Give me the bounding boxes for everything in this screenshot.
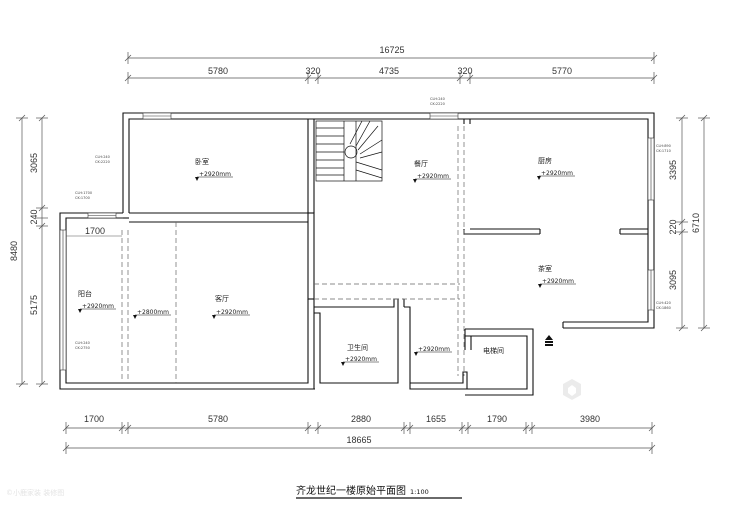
walls: [59, 112, 655, 396]
elevation-dining: +2920mm: [417, 173, 449, 180]
dim-bottom-2: 5780: [208, 414, 228, 424]
dim-top-total: 16725: [379, 45, 404, 55]
dim-bottom-1: 1700: [84, 414, 104, 424]
room-label-tearoom: 茶室: [538, 264, 552, 273]
elevation-hall: +2920mm: [418, 346, 450, 353]
elevation-living: +2920mm: [216, 309, 248, 316]
watermark-logo-icon: [563, 379, 581, 400]
dim-bottom-6: 3980: [580, 414, 600, 424]
elevation-kitchen: +2920mm: [541, 170, 573, 177]
elevation-markers: [80, 175, 576, 363]
dim-right-2: 220: [668, 219, 678, 234]
dim-bottom-5: 1790: [487, 414, 507, 424]
room-label-bedroom: 卧室: [195, 157, 209, 166]
elevation-arrows: [78, 176, 542, 366]
dim-bottom-4: 1655: [426, 414, 446, 424]
dim-right-1: 3395: [668, 160, 678, 180]
dim-balcony-width: 1700: [85, 226, 105, 236]
dim-top-3: 4735: [379, 66, 399, 76]
window-note: CK:1710: [656, 149, 671, 153]
dim-bottom-total: 18665: [346, 435, 371, 445]
dashed-boundaries: [121, 126, 465, 383]
window-note: CK:2750: [75, 346, 90, 350]
dim-left-3: 5175: [29, 295, 39, 315]
window-note: CLH:1700: [75, 191, 92, 195]
dim-left-1: 3065: [29, 153, 39, 173]
room-label-dining: 餐厅: [414, 159, 428, 168]
window-note: CLH:890: [656, 144, 671, 148]
elevation-bedroom: +2920mm: [199, 171, 231, 178]
window-note: CK:2220: [95, 160, 110, 164]
drawing-title: 齐龙世纪一楼原始平面图: [296, 484, 406, 497]
room-label-kitchen: 厨房: [538, 156, 552, 165]
dim-left-total: 8480: [9, 241, 19, 261]
room-label-elevator: 电梯间: [483, 346, 504, 355]
dimension-lines: [16, 52, 710, 454]
window-note: CLH:240: [430, 97, 445, 101]
room-label-balcony: 阳台: [78, 289, 92, 298]
room-label-bathroom: 卫生间: [347, 343, 368, 352]
dim-top-4: 320: [457, 66, 472, 76]
elevation-balcony: +2920mm: [82, 303, 114, 310]
elevation-bathroom: +2920mm: [345, 356, 377, 363]
dim-right-3: 3095: [668, 270, 678, 290]
dim-top-5: 5770: [552, 66, 572, 76]
dim-bottom-3: 2880: [351, 414, 371, 424]
dim-right-total: 6710: [691, 213, 701, 233]
drawing-scale: 1:100: [410, 488, 429, 496]
dim-left-2: 240: [29, 209, 39, 224]
window-note: CLH:240: [95, 155, 110, 159]
room-label-living: 客厅: [215, 294, 229, 303]
window-note: CLH:420: [656, 301, 671, 305]
dim-top-1: 5780: [208, 66, 228, 76]
staircase: [315, 120, 383, 182]
watermark-text: ©小鹿家装 装修图: [6, 488, 64, 497]
dim-top-2: 320: [305, 66, 320, 76]
window-note: CK:1700: [75, 196, 90, 200]
window-note: CK:2220: [430, 102, 445, 106]
window-note: CLH:240: [75, 341, 90, 345]
elevator-symbol-icon: [545, 335, 553, 346]
windows: [59, 112, 655, 371]
window-note: CK:1860: [656, 306, 671, 310]
elevation-tearoom: +2920mm: [542, 278, 574, 285]
elevation-passage: +2800mm: [137, 309, 169, 316]
